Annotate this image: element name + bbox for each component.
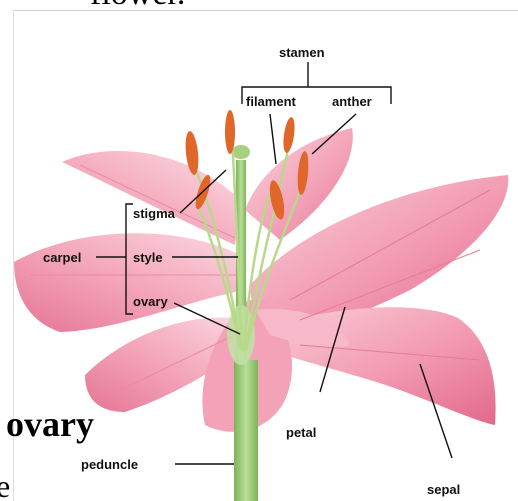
label-petal: petal (286, 425, 316, 440)
label-stigma: stigma (133, 206, 176, 221)
stigma-head (232, 145, 250, 159)
label-carpel: carpel (43, 250, 81, 265)
label-sepal: sepal (427, 482, 460, 497)
corner-text-fragment: e (0, 470, 10, 501)
overlay-word-ovary: ovary (6, 404, 94, 444)
label-peduncle: peduncle (81, 457, 138, 472)
petal-left (14, 233, 245, 332)
label-anther: anther (332, 94, 372, 109)
peduncle-stem (234, 360, 258, 501)
label-filament: filament (246, 94, 297, 109)
label-style: style (133, 250, 163, 265)
label-ovary: ovary (133, 294, 168, 309)
label-stamen: stamen (279, 45, 325, 60)
